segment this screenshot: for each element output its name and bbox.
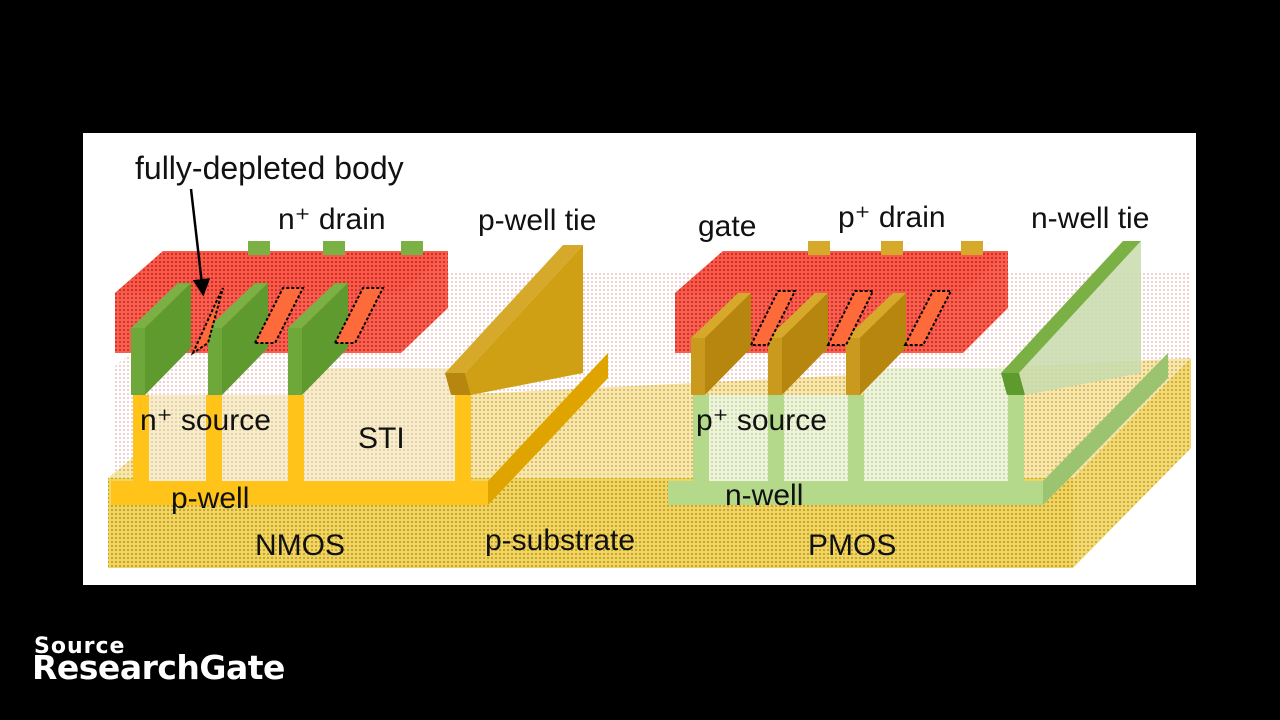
- label-p-substrate: p-substrate: [485, 524, 635, 557]
- label-pmos: PMOS: [808, 529, 896, 562]
- p-well-region: [111, 353, 608, 505]
- source-name: ResearchGate: [32, 648, 285, 687]
- pmos-fin-bodies: [749, 290, 953, 346]
- label-fully-depleted-body: fully-depleted body: [135, 150, 404, 186]
- label-p-well: p-well: [171, 482, 249, 515]
- n-well-tie-structure: [1001, 241, 1141, 395]
- label-p-source: p⁺ source: [696, 404, 827, 437]
- cmos-finfet-diagram: fully-depleted body n⁺ drain p-well tie …: [83, 133, 1196, 585]
- label-n-drain: n⁺ drain: [278, 203, 386, 236]
- label-sti: STI: [358, 422, 405, 455]
- pmos-gates: [691, 241, 983, 395]
- fully-depleted-arrow: [189, 188, 211, 297]
- diagram-svg: fully-depleted body n⁺ drain p-well tie …: [108, 150, 1191, 568]
- label-n-source: n⁺ source: [140, 404, 271, 437]
- p-well-tie-structure: [445, 245, 583, 395]
- label-n-well: n-well: [725, 479, 803, 512]
- nmos-fin-bodies: [190, 287, 385, 356]
- label-gate: gate: [698, 210, 756, 243]
- source-caption: Source: [34, 634, 126, 659]
- label-n-well-tie: n-well tie: [1031, 202, 1149, 235]
- sti-block: [304, 368, 455, 481]
- label-p-drain: p⁺ drain: [838, 201, 946, 234]
- nmos-gates: [131, 241, 423, 395]
- label-p-well-tie: p-well tie: [478, 204, 596, 237]
- label-nmos: NMOS: [255, 529, 345, 562]
- n-well-region: [668, 353, 1168, 505]
